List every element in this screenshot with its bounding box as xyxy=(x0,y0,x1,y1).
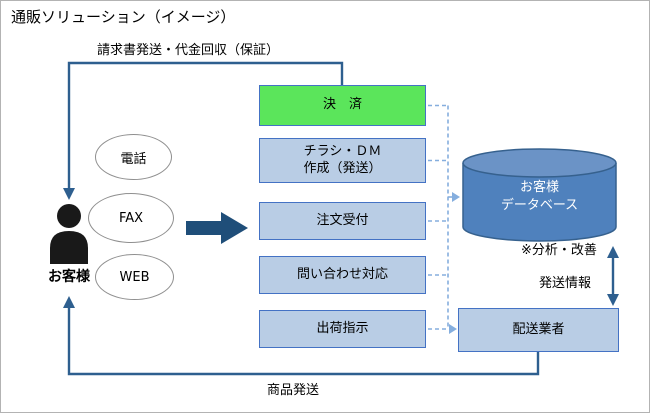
customer-label: お客様 xyxy=(48,269,90,285)
channel-fax-label: FAX xyxy=(118,210,144,226)
process-box-order-reception: 注文受付 xyxy=(259,202,426,240)
analysis-note: ※分析・改善 xyxy=(521,243,597,258)
process-box-inquiry-support: 問い合わせ対応 xyxy=(259,256,426,294)
product-shipping-arrowhead-icon xyxy=(63,296,75,308)
process-box-payment: 決 済 xyxy=(259,85,426,126)
product-shipping-label: 商品発送 xyxy=(266,383,319,398)
database-label: お客様 データベース xyxy=(500,180,579,213)
channel-phone: 電話 xyxy=(95,134,172,180)
channel-fax: FAX xyxy=(88,193,174,243)
shipping-info-up-arrowhead-icon xyxy=(607,246,619,258)
customer-person-icon xyxy=(50,204,88,264)
channel-phone-label: 電話 xyxy=(120,151,147,167)
channel-web-label: WEB xyxy=(119,269,150,285)
process-box-flyer-dm: チラシ・ＤＭ 作成（発送） xyxy=(259,138,426,183)
process-box-shipping-instruction: 出荷指示 xyxy=(259,310,426,348)
billing-flow-label: 請求書発送・代金回収（保証） xyxy=(97,43,280,58)
channel-web: WEB xyxy=(95,254,174,300)
delivery-company-box: 配送業者 xyxy=(458,308,619,352)
channels-to-process-arrow-icon xyxy=(186,212,248,244)
shipping-info-down-arrowhead-icon xyxy=(607,294,619,306)
database-arrowhead-icon xyxy=(452,192,460,202)
delivery-arrowhead-icon xyxy=(449,324,457,334)
shipping-info-label: 発送情報 xyxy=(539,276,592,291)
page-title: 通販ソリューション（イメージ） xyxy=(11,8,236,26)
billing-arrowhead-icon xyxy=(63,188,75,200)
